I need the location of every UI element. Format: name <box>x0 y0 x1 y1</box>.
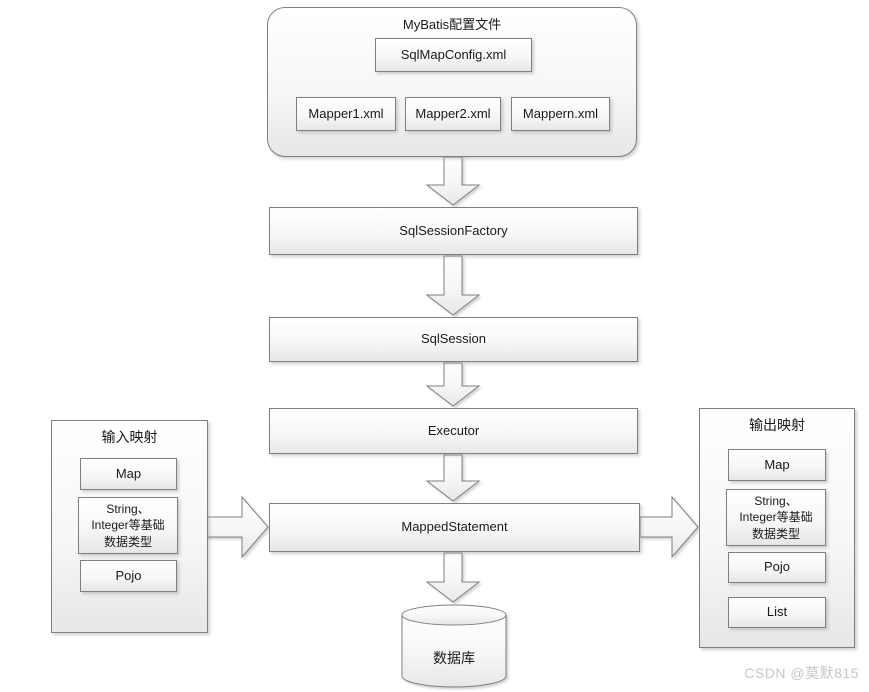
input-map-label: Map <box>115 465 142 481</box>
node-sqlsession-label: SqlSession <box>420 331 487 347</box>
config-container-title: MyBatis配置文件 <box>402 17 502 32</box>
config-container: MyBatis配置文件 <box>267 7 637 157</box>
sqlmapconfig-box: SqlMapConfig.xml <box>375 38 532 72</box>
input-pojo-label: Pojo <box>115 567 142 583</box>
arrow-mappedstatement-to-database <box>425 552 481 603</box>
output-mapping-title: 输出映射 <box>749 419 805 434</box>
output-pojo-box: Pojo <box>728 552 826 583</box>
mapper2-box: Mapper2.xml <box>405 97 501 131</box>
node-sqlsessionfactory: SqlSessionFactory <box>269 207 638 255</box>
mapper1-label: Mapper1.xml <box>308 105 384 121</box>
output-list-box: List <box>728 597 826 628</box>
input-basictypes-box: String、 Integer等基础 数据类型 <box>78 497 178 554</box>
mappern-label: Mappern.xml <box>522 105 599 121</box>
watermark: CSDN @莫默815 <box>744 665 859 681</box>
arrow-input-to-mappedstatement <box>205 495 269 559</box>
arrow-mappedstatement-to-output <box>639 495 699 559</box>
input-mapping-title: 输入映射 <box>101 431 158 446</box>
node-mappedstatement: MappedStatement <box>269 503 640 552</box>
mapper1-box: Mapper1.xml <box>296 97 396 131</box>
mappern-box: Mappern.xml <box>511 97 610 131</box>
output-map-label: Map <box>764 456 790 472</box>
input-pojo-box: Pojo <box>80 560 177 592</box>
node-mappedstatement-label: MappedStatement <box>401 519 508 535</box>
output-pojo-label: Pojo <box>763 559 791 575</box>
node-sqlsession: SqlSession <box>269 317 638 362</box>
output-map-box: Map <box>728 449 826 481</box>
node-sqlsessionfactory-label: SqlSessionFactory <box>399 222 508 238</box>
arrow-sessionfactory-to-sqlsession <box>425 255 481 316</box>
output-basictypes-box: String、 Integer等基础 数据类型 <box>726 489 826 546</box>
node-executor-label: Executor <box>427 422 480 438</box>
sqlmapconfig-label: SqlMapConfig.xml <box>400 46 507 62</box>
input-basictypes-label: String、 Integer等基础 数据类型 <box>91 502 165 549</box>
mapper2-label: Mapper2.xml <box>415 105 491 121</box>
arrow-executor-to-mappedstatement <box>425 454 481 502</box>
node-executor: Executor <box>269 408 638 454</box>
arrow-sqlsession-to-executor <box>425 362 481 407</box>
input-map-box: Map <box>80 458 177 490</box>
output-basictypes-label: String、 Integer等基础 数据类型 <box>739 494 813 541</box>
arrow-config-to-sessionfactory <box>425 156 481 206</box>
database-cylinder-top <box>401 604 507 626</box>
database-label: 数据库 <box>433 652 475 667</box>
output-list-label: List <box>766 604 788 620</box>
